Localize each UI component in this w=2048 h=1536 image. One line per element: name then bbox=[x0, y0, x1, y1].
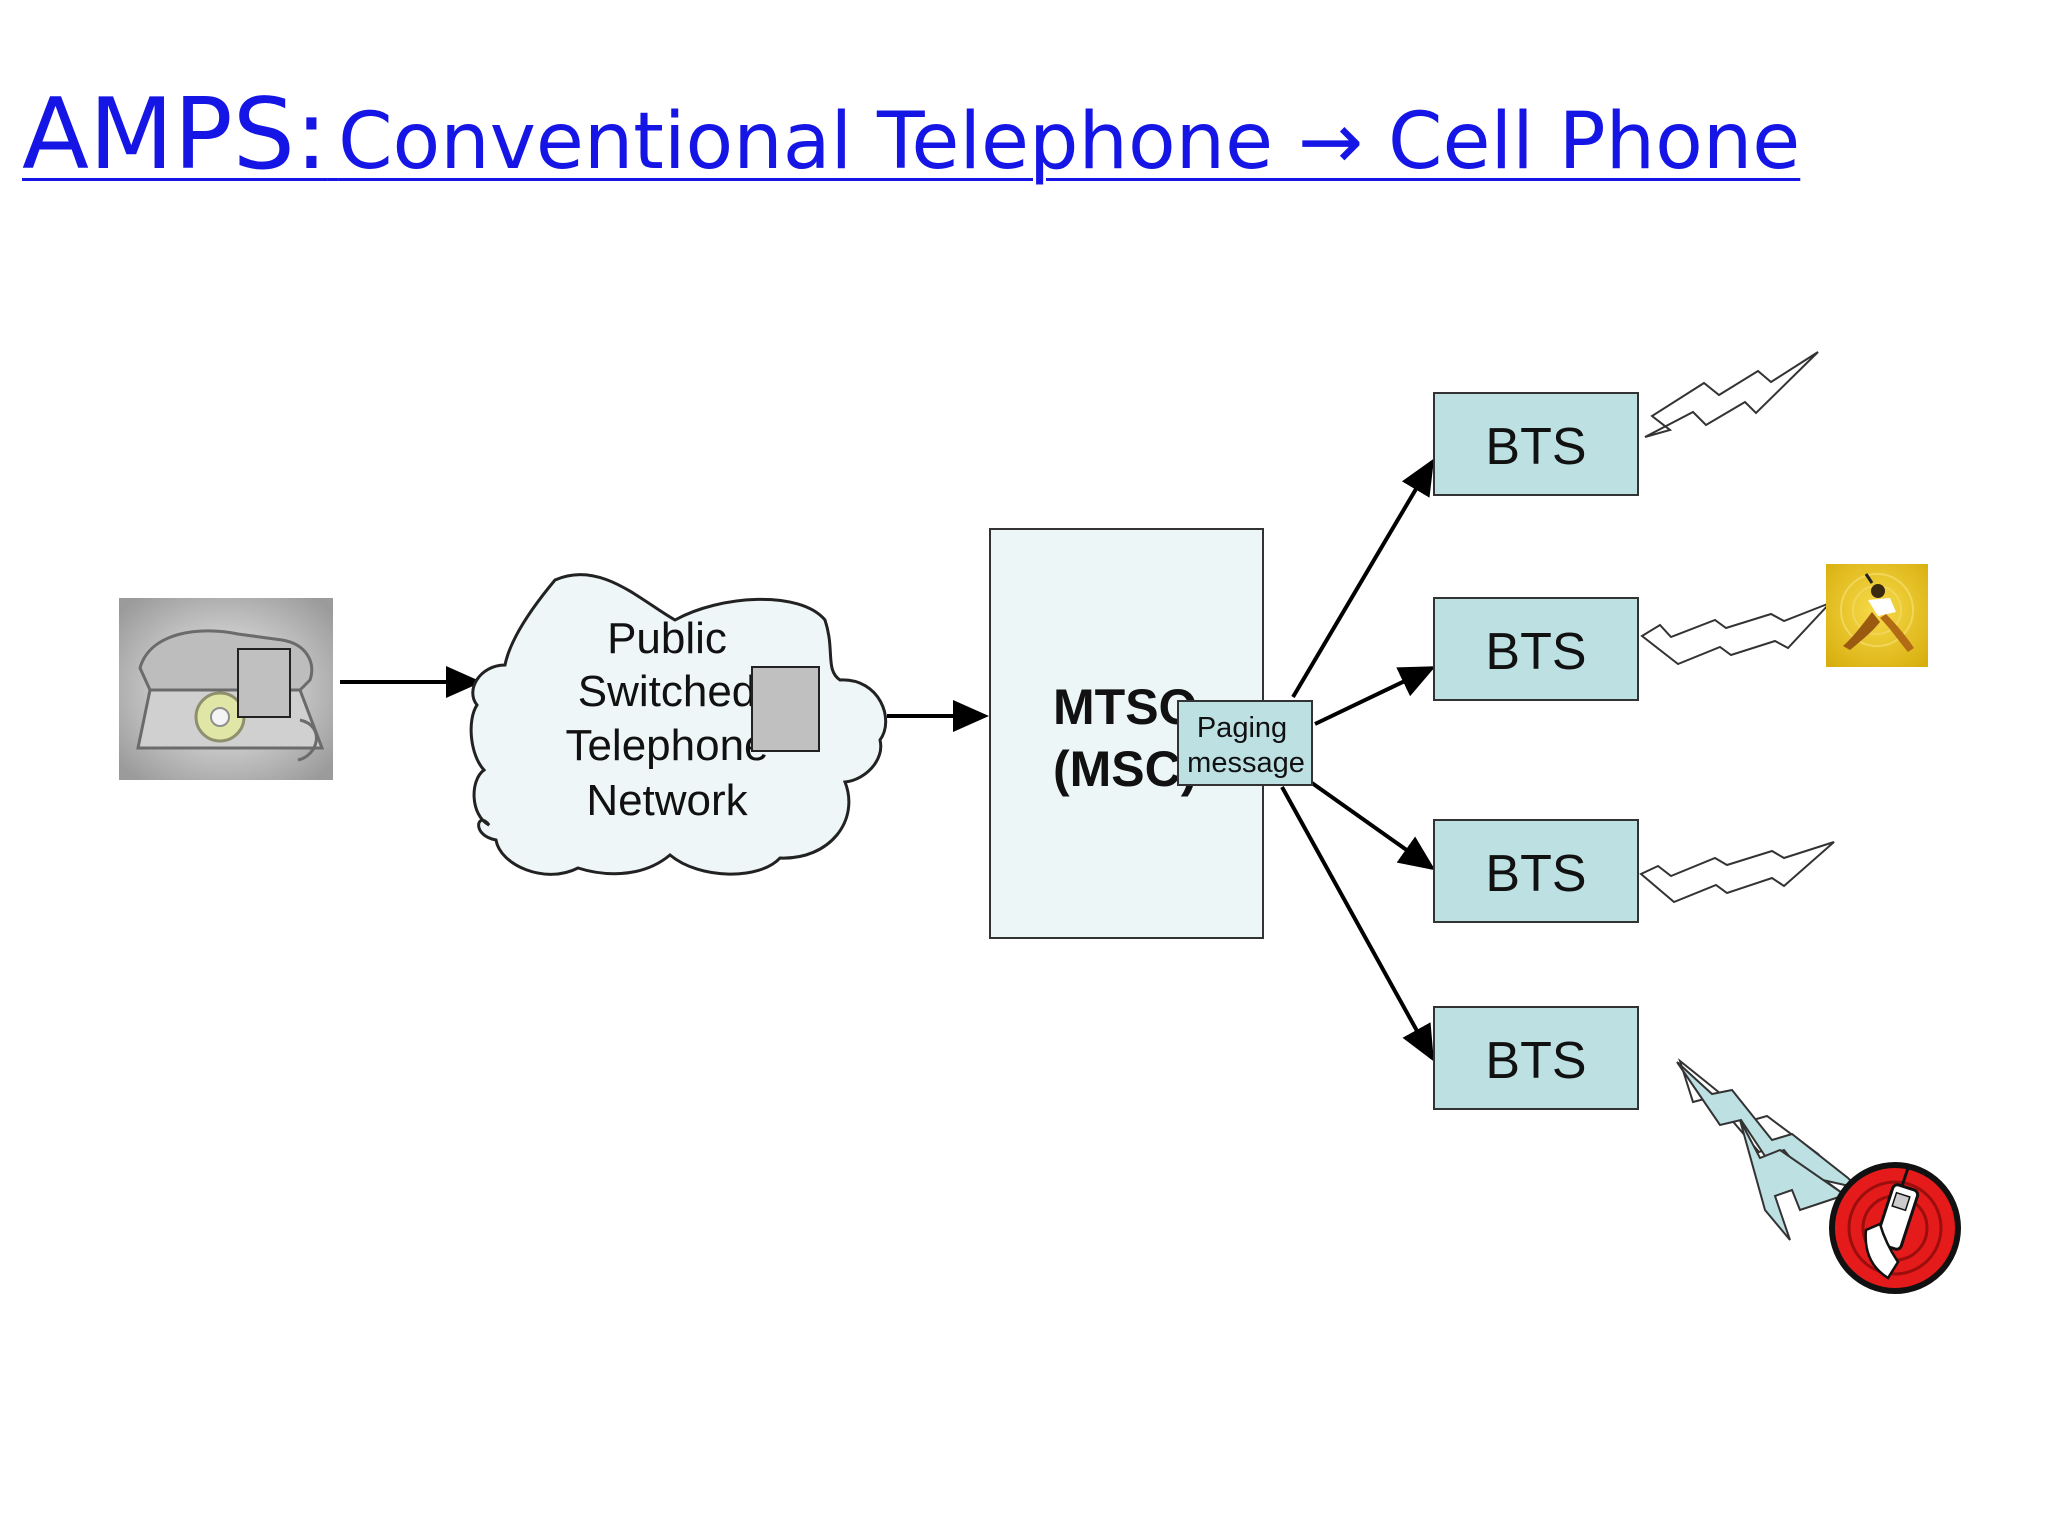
bts-box-1: BTS bbox=[1433, 392, 1639, 496]
mtso-label-line1: MTSO bbox=[1053, 679, 1197, 735]
bts-box-2: BTS bbox=[1433, 597, 1639, 701]
bts-label: BTS bbox=[1485, 623, 1586, 681]
network-label-line1: Public bbox=[607, 614, 727, 663]
bts-box-4: BTS bbox=[1433, 1006, 1639, 1110]
paging-label-line1: Paging bbox=[1197, 712, 1287, 744]
cell-phone-in-hand-icon bbox=[1829, 1162, 1961, 1294]
paging-message-box bbox=[1177, 700, 1313, 786]
arrow-mtso-to-bts-1 bbox=[1291, 458, 1435, 699]
rotary-telephone-icon bbox=[119, 598, 333, 780]
slide-title: AMPS: Conventional Telephone → Cell Phon… bbox=[22, 78, 1800, 192]
bts-label: BTS bbox=[1485, 1032, 1586, 1090]
network-label-line3: Telephone bbox=[565, 721, 768, 770]
title-main: AMPS: bbox=[22, 78, 328, 192]
network-label-line2: Switched bbox=[578, 667, 757, 716]
placeholder-box bbox=[751, 666, 820, 752]
bts-label: BTS bbox=[1485, 418, 1586, 476]
network-cloud bbox=[469, 573, 888, 876]
arrow-mtso-to-bts-3 bbox=[1310, 781, 1436, 871]
lightning-bolt-icon bbox=[1639, 841, 1835, 904]
bts-box-3: BTS bbox=[1433, 819, 1639, 923]
lightning-bolt-icon bbox=[1644, 351, 1819, 438]
mtso-label-line2: (MSC) bbox=[1053, 741, 1197, 797]
arrow-mtso-to-bts-4 bbox=[1280, 786, 1434, 1062]
bts-label: BTS bbox=[1485, 845, 1586, 903]
lightning-bolt-icon bbox=[1640, 602, 1831, 666]
network-label-line4: Network bbox=[586, 776, 748, 825]
placeholder-box bbox=[237, 648, 291, 718]
running-person-with-phone-icon bbox=[1826, 564, 1928, 667]
paging-label-line2: message bbox=[1187, 747, 1305, 779]
arrow-mtso-to-bts-2 bbox=[1314, 666, 1436, 726]
lightning-bolt-icon bbox=[1739, 1119, 1848, 1241]
title-sub: Conventional Telephone → Cell Phone bbox=[338, 97, 1801, 187]
